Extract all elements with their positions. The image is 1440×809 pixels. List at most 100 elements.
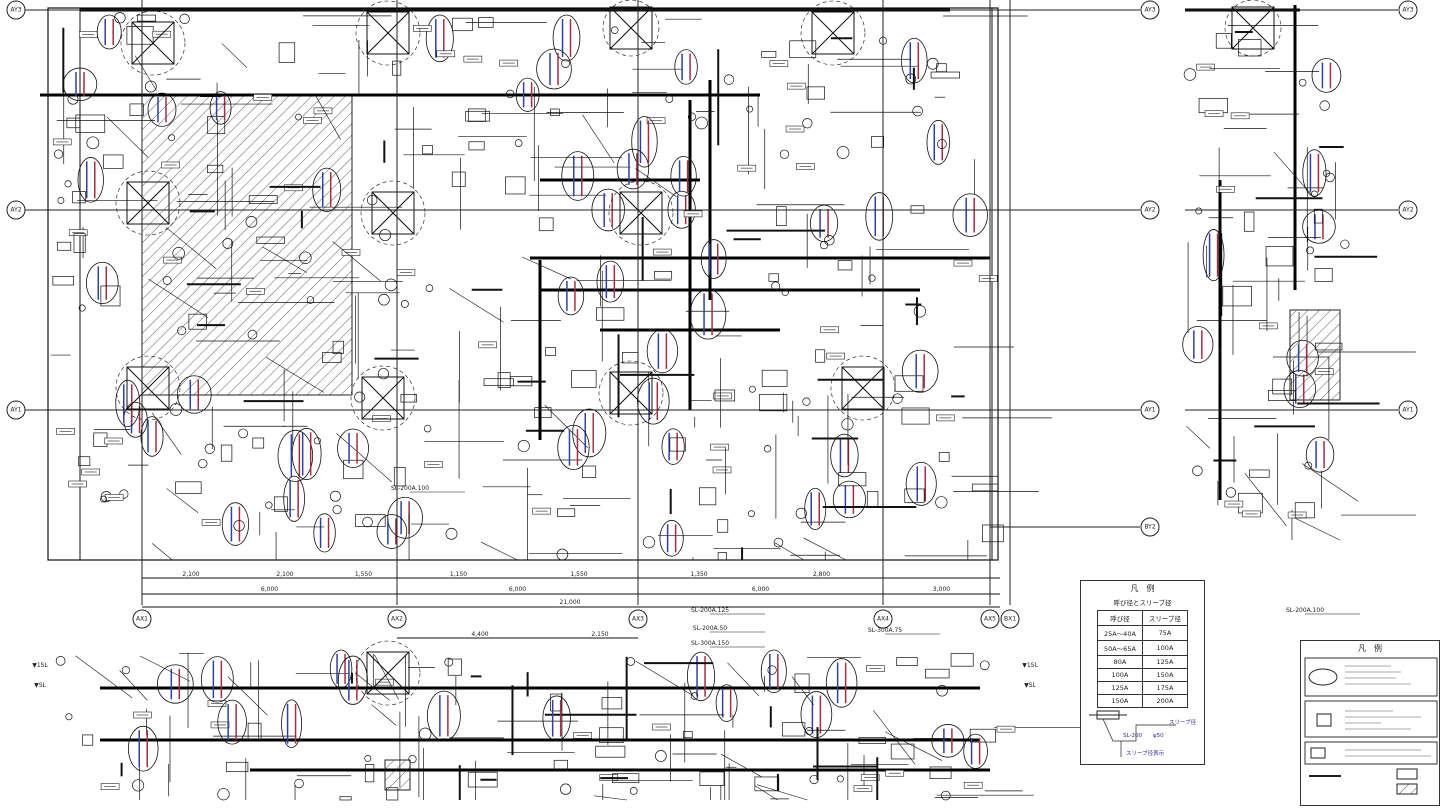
valve-symbol (805, 727, 814, 736)
equipment-box (761, 369, 788, 387)
equipment-box (683, 731, 693, 739)
valve-symbol (247, 329, 258, 340)
equipment-box (571, 370, 597, 388)
valve-symbol (55, 656, 66, 666)
shaft-x (1231, 6, 1275, 50)
equipment-box (1238, 39, 1262, 57)
grid-bubble (1398, 0, 1418, 20)
shaft-x (131, 21, 175, 65)
valve-symbol (781, 288, 789, 296)
sleeve-symbol (291, 427, 322, 480)
valve-symbol (444, 657, 454, 667)
pipe-label: SL-300A.150 (691, 640, 729, 647)
column-radius (360, 180, 426, 246)
pipe-label: SL-200A.100 (1286, 607, 1324, 614)
grid-label: AY1 (1144, 407, 1155, 414)
equipment-box (612, 773, 640, 783)
valve-symbol (802, 397, 811, 406)
sleeve-symbol (931, 724, 965, 758)
dimension-text: 2,100 (276, 571, 293, 578)
dimension-text: 6,000 (509, 586, 526, 593)
leader-line (374, 654, 399, 700)
valve-symbol (121, 666, 130, 675)
equipment-box (896, 657, 918, 666)
equipment-box (894, 375, 924, 392)
equipment-box (468, 141, 485, 151)
sleeve-symbol (1283, 370, 1316, 409)
sleeve-symbol (1202, 229, 1225, 282)
sleeve-symbol (901, 349, 939, 393)
shaft-x (366, 651, 410, 695)
header-sleeve: スリーブ径 (1141, 610, 1189, 626)
equipment-box (393, 467, 406, 487)
equipment-box (483, 378, 514, 387)
sleeve-symbol (661, 428, 685, 465)
sleeve-symbol (674, 49, 698, 85)
equipment-box (837, 260, 853, 271)
leader-line (449, 288, 504, 323)
valve-symbol (222, 238, 234, 249)
leader-line (727, 662, 760, 697)
equipment-box (669, 437, 686, 452)
valve-symbol (559, 783, 572, 795)
valve-symbol (425, 284, 434, 292)
grid-label: AY1 (1402, 407, 1413, 414)
valve-symbol (245, 216, 258, 228)
sleeve-symbol (646, 328, 679, 374)
grid-label: AY3 (1402, 7, 1413, 14)
sleeve-symbol (515, 77, 540, 112)
grid-label: AX5 (984, 616, 996, 623)
equipment-box (1243, 211, 1255, 232)
grid-bubble (873, 609, 893, 629)
valve-symbol (119, 489, 129, 499)
leader-line (544, 404, 588, 448)
valve-symbol (408, 754, 417, 764)
column-radius (602, 0, 660, 57)
grid-bubble (132, 609, 152, 629)
shaft-x (811, 11, 855, 55)
equipment-box (754, 776, 780, 792)
valve-symbol (748, 385, 756, 393)
equipment-box (971, 483, 999, 492)
shaft-x (841, 366, 885, 410)
dimension-total: 21,000 (560, 599, 581, 606)
shaft (609, 371, 653, 415)
grid-label: AY2 (10, 207, 21, 214)
valve-symbol (1225, 487, 1237, 498)
equipment-box (1222, 285, 1252, 307)
leader-line (332, 241, 381, 282)
level-mark: ▼SL (34, 682, 46, 689)
sleeve-symbol (1302, 149, 1327, 197)
leader-line (106, 116, 149, 158)
equipment-box (717, 519, 729, 533)
valve-symbol (746, 105, 754, 113)
valve-symbol (54, 149, 64, 159)
grid-label: AY1 (10, 407, 21, 414)
building-outline (47, 7, 999, 561)
equipment-box (422, 145, 433, 155)
shaft (609, 6, 653, 50)
shaft (126, 181, 170, 225)
equipment-box (332, 340, 344, 354)
shaft (361, 376, 405, 420)
dimension-text: 6,000 (261, 586, 278, 593)
sleeve-symbol (659, 519, 684, 557)
equipment-box (447, 658, 462, 676)
sleeve-symbol (329, 649, 353, 689)
valve-symbol (935, 496, 948, 509)
leader-line (720, 753, 762, 777)
leader-line (134, 55, 157, 91)
leader-line (873, 710, 916, 765)
sleeve-symbol (557, 276, 585, 316)
sleeve-symbol (715, 684, 738, 722)
equipment-box (699, 487, 717, 506)
valve-symbol (561, 59, 570, 68)
grid-label: AX1 (136, 616, 148, 623)
equipment-box (137, 14, 156, 22)
grid-label: AX3 (632, 616, 644, 623)
sleeve-symbol (426, 690, 461, 741)
sleeve-symbol (140, 416, 164, 457)
equipment-box (557, 508, 576, 517)
